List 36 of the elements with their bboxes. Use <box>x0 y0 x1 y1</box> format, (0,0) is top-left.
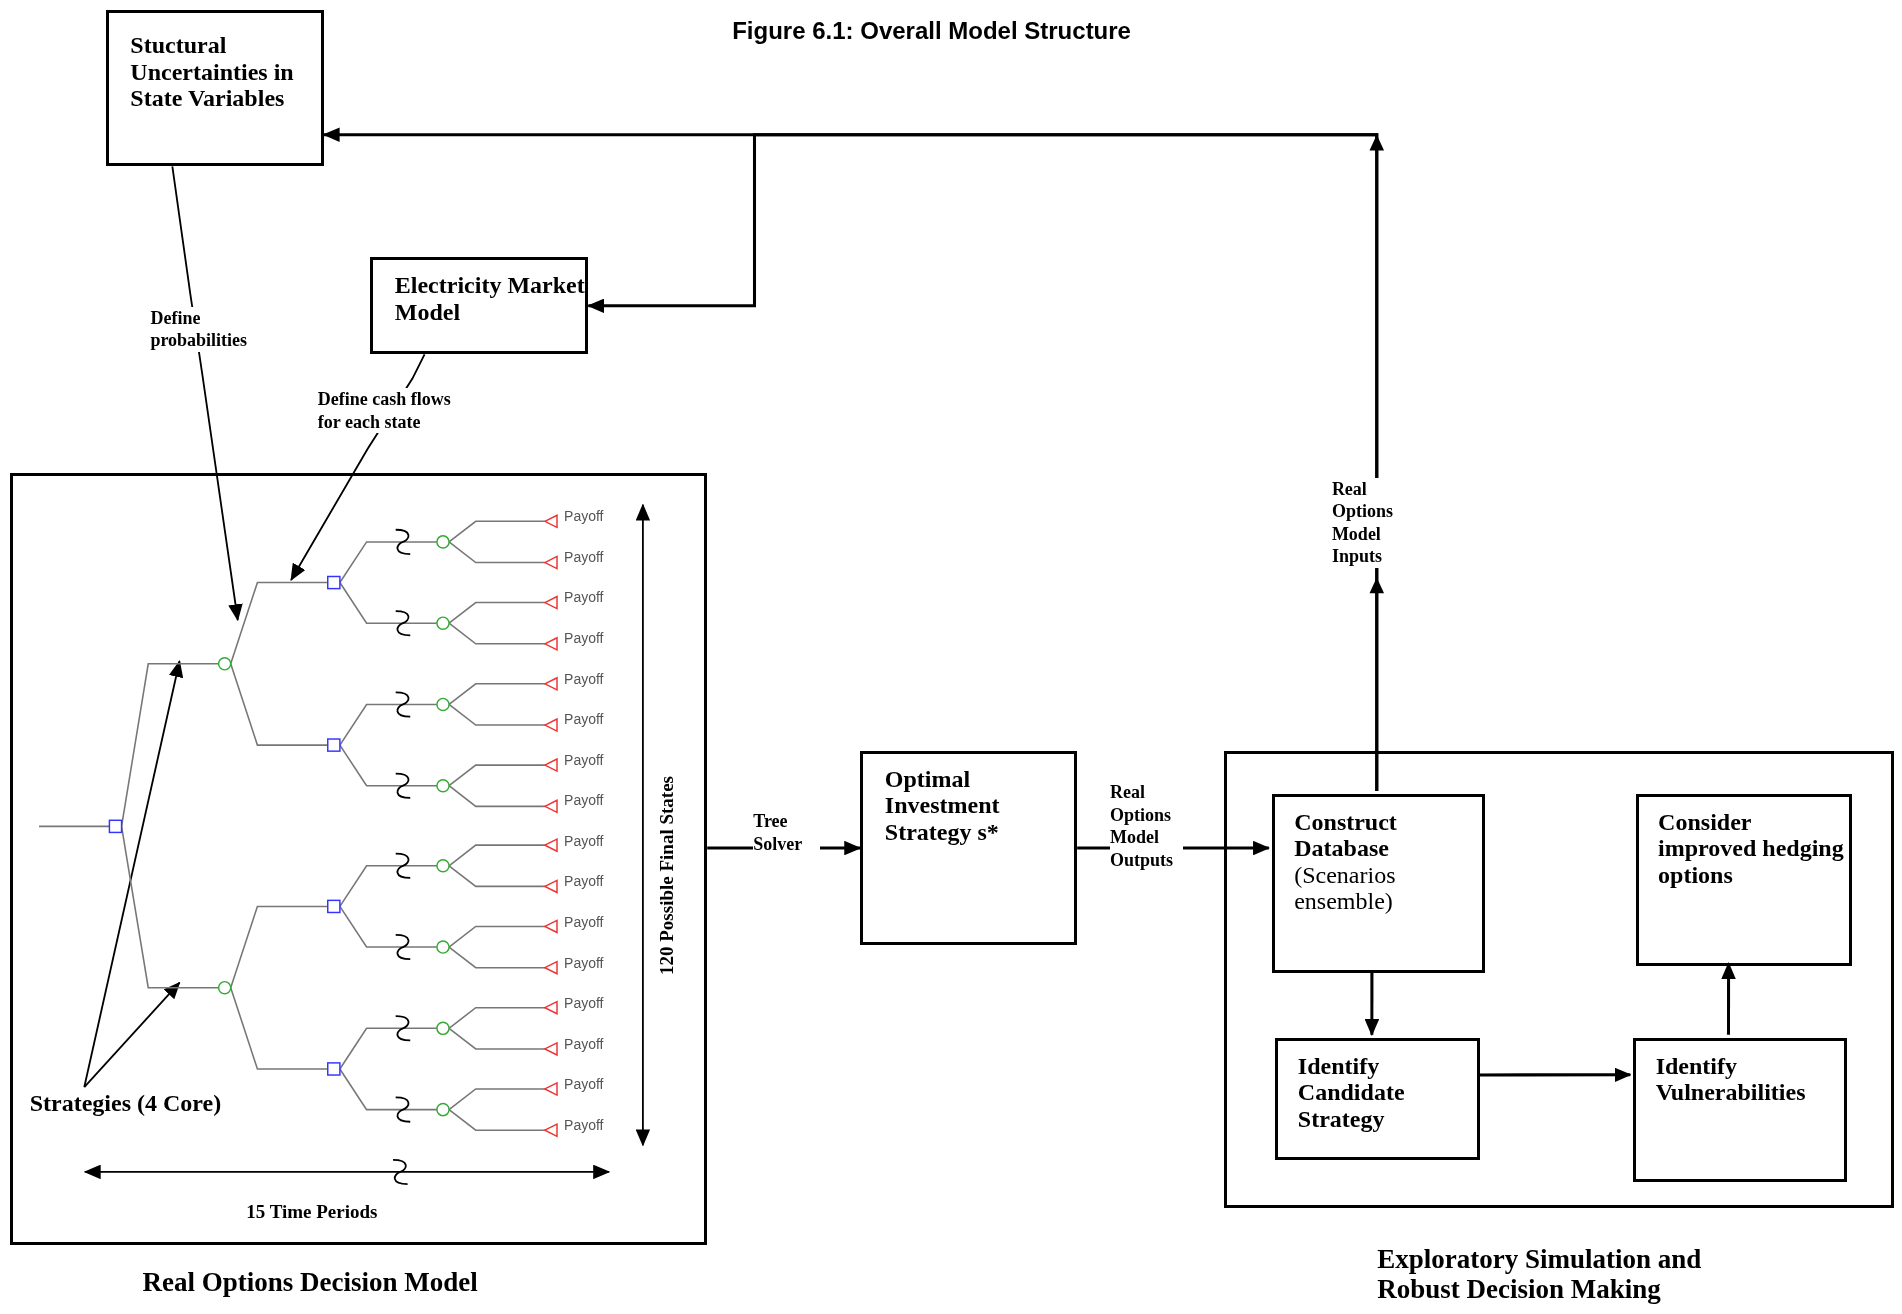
payoff-label: Payoff <box>564 832 604 849</box>
payoff-label: Payoff <box>564 629 604 646</box>
payoff-label: Payoff <box>564 873 604 890</box>
dimension-label: 120 Possible Final States <box>656 776 679 976</box>
payoff-label: Payoff <box>564 1116 604 1133</box>
box-text: Electricity Market Model <box>394 272 586 326</box>
process-box <box>1275 1037 1481 1161</box>
process-box <box>860 750 1078 945</box>
box-text: Identify Vulnerabilities <box>1655 1052 1807 1106</box>
payoff-label: Payoff <box>564 548 604 565</box>
box-text: Consider improved hedging options <box>1658 809 1845 889</box>
group-heading: Real Options Decision Model <box>142 1268 479 1298</box>
payoff-label: Payoff <box>564 954 604 971</box>
dimension-label: 15 Time Periods <box>246 1200 378 1223</box>
payoff-label: Payoff <box>564 995 604 1012</box>
payoff-label: Payoff <box>564 792 604 809</box>
payoff-label: Payoff <box>564 670 604 687</box>
payoff-label: Payoff <box>564 914 604 930</box>
payoff-label: Payoff <box>564 508 604 525</box>
process-box <box>1635 793 1852 967</box>
payoff-label: Payoff <box>564 1035 604 1052</box>
box-text: Optimal Investment Strategy s* <box>884 765 1001 846</box>
box-text: Stuctural Uncertainties in State Variables <box>130 32 295 112</box>
process-box <box>105 9 324 167</box>
process-box <box>369 257 589 355</box>
process-box <box>1271 793 1486 974</box>
box-text: (Scenarios ensemble) <box>1294 861 1397 915</box>
box-text: Identify Candidate Strategy <box>1297 1052 1406 1132</box>
group-heading: Exploratory Simulation and Robust Decision Making <box>1377 1245 1703 1305</box>
payoff-label: Payoff <box>564 711 604 728</box>
payoff-label: Payoff <box>564 751 604 768</box>
payoff-label: Payoff <box>564 589 604 606</box>
strategy-label: Strategies (4 Core) <box>29 1089 223 1117</box>
payoff-label: Payoff <box>564 1076 604 1093</box>
box-text: Construct Database <box>1294 809 1398 862</box>
process-box <box>1633 1037 1847 1183</box>
